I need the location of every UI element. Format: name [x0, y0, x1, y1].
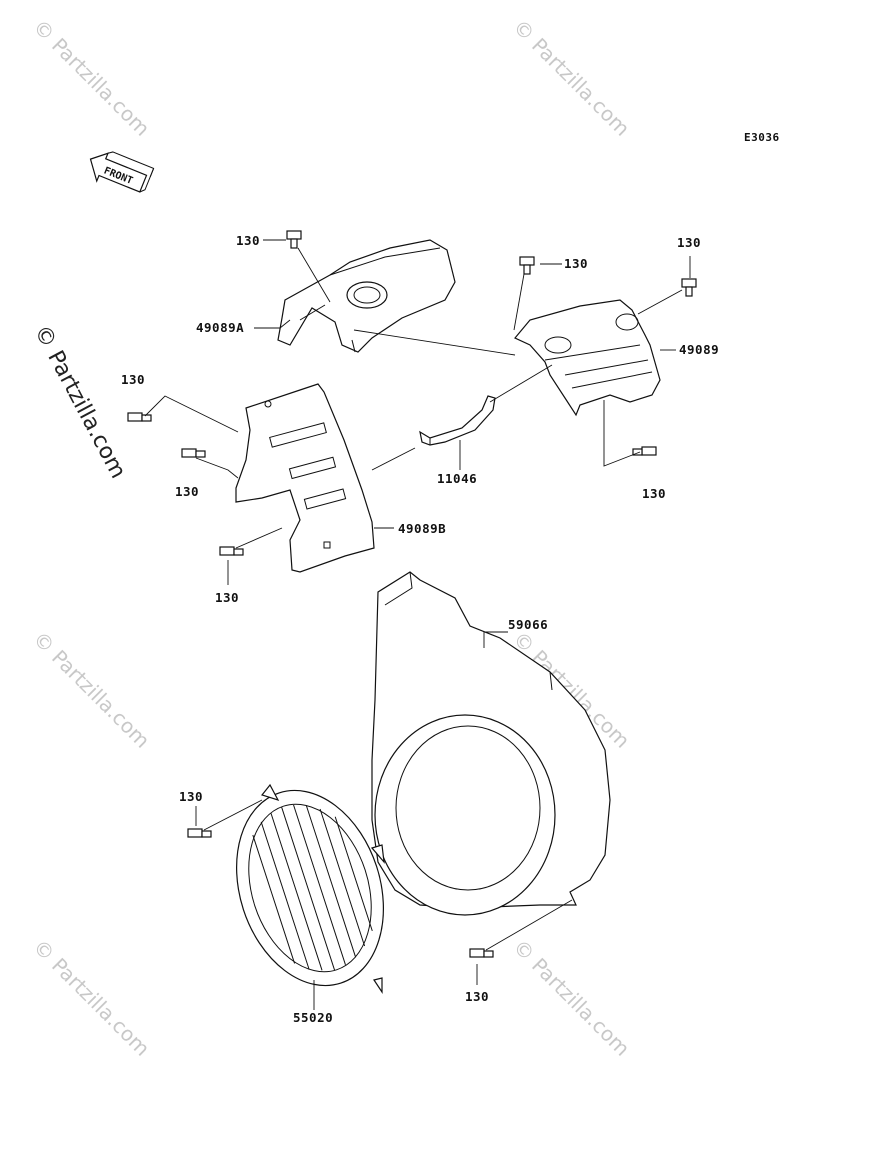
watermark-top-right: © Partzilla.com — [508, 15, 634, 141]
watermark-side: © Partzilla.com — [29, 321, 131, 483]
bolt-icon — [187, 828, 212, 838]
watermark-top-left: © Partzilla.com — [28, 15, 154, 141]
cover-49089a — [277, 239, 456, 353]
callout-130: 130 — [121, 372, 145, 387]
screen-55020 — [236, 783, 385, 994]
bolt-icon — [469, 948, 494, 958]
bolt-icon — [219, 546, 244, 556]
callout-130: 130 — [215, 590, 239, 605]
bolt-icon — [519, 256, 535, 275]
callout-11046: 11046 — [437, 471, 477, 486]
bolt-icon — [681, 278, 697, 297]
front-direction-arrow-icon: FRONT — [89, 151, 155, 193]
fan-housing-59066 — [371, 571, 611, 916]
bolt-icon — [286, 230, 302, 249]
cover-49089 — [514, 299, 661, 417]
watermark-bottom-left: © Partzilla.com — [28, 935, 154, 1061]
watermark-mid-left: © Partzilla.com — [28, 627, 154, 753]
callout-59066: 59066 — [508, 617, 548, 632]
clamp-11046 — [419, 395, 496, 446]
callout-130: 130 — [179, 789, 203, 804]
callout-55020: 55020 — [293, 1010, 333, 1025]
callout-130: 130 — [564, 256, 588, 271]
callout-130: 130 — [677, 235, 701, 250]
cover-49089b — [235, 383, 375, 573]
callout-130: 130 — [175, 484, 199, 499]
bolt-icon — [127, 412, 152, 422]
callout-130: 130 — [642, 486, 666, 501]
bolt-icon — [632, 446, 657, 456]
callout-49089a: 49089A — [196, 320, 244, 335]
callout-130: 130 — [465, 989, 489, 1004]
bolt-icon — [181, 448, 206, 458]
bolt-group — [127, 230, 697, 958]
callout-labels: 130 130 130 130 130 130 130 130 130 4908… — [121, 233, 719, 1025]
leader-lines — [144, 239, 691, 1010]
diagram-code: E3036 — [744, 131, 780, 144]
watermark-bottom-right: © Partzilla.com — [508, 935, 634, 1061]
callout-130: 130 — [236, 233, 260, 248]
callout-49089b: 49089B — [398, 521, 446, 536]
callout-49089: 49089 — [679, 342, 719, 357]
